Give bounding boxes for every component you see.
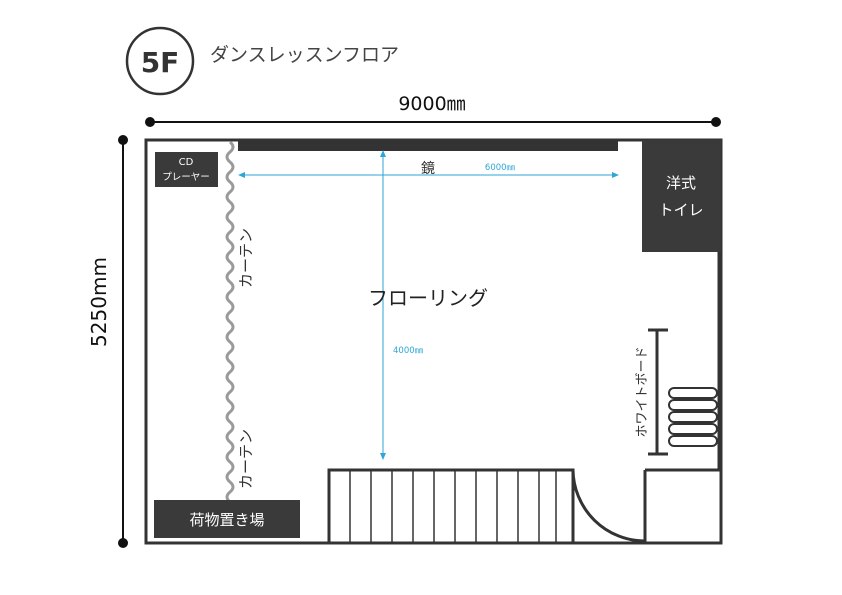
whiteboard-label: ホワイトボード [635, 346, 650, 437]
curtain-label-bottom: カーテン [237, 429, 255, 489]
mirror-label: 鏡 [421, 161, 435, 177]
mirror-span-label: 6000㎜ [485, 163, 516, 173]
door [571, 469, 647, 543]
cd-player-line2: プレーヤー [162, 172, 210, 183]
height-dimension: 5250mm [87, 135, 128, 548]
curtain-label-top: カーテン [237, 228, 255, 288]
cd-player: CD プレーヤー [155, 152, 218, 187]
curtain-line [225, 140, 235, 504]
toilet-line2: トイレ [658, 201, 703, 219]
storage-label: 荷物置き場 [189, 511, 264, 529]
width-dimension: 9000㎜ [145, 93, 721, 127]
floor-badge-text: 5F [141, 46, 180, 79]
height-label: 5250mm [87, 257, 111, 347]
toilet: 洋式 トイレ [642, 140, 721, 252]
whiteboard: ホワイトボード [635, 328, 668, 456]
floor-title: ダンスレッスンフロア [210, 44, 399, 66]
width-label: 9000㎜ [398, 93, 465, 115]
flooring-label: フローリング [368, 286, 488, 310]
floor-span-dimension: 4000㎜ [380, 150, 424, 460]
cd-player-line1: CD [179, 157, 194, 168]
floor-badge: 5F [125, 26, 195, 96]
stacked-chairs [668, 387, 718, 447]
storage-area: 荷物置き場 [154, 500, 300, 538]
mirror-span-dimension: 6000㎜ [238, 163, 619, 178]
mirror-bar [238, 140, 618, 151]
toilet-line1: 洋式 [666, 174, 696, 192]
floor-span-label: 4000㎜ [393, 346, 424, 356]
stairs [327, 468, 575, 545]
